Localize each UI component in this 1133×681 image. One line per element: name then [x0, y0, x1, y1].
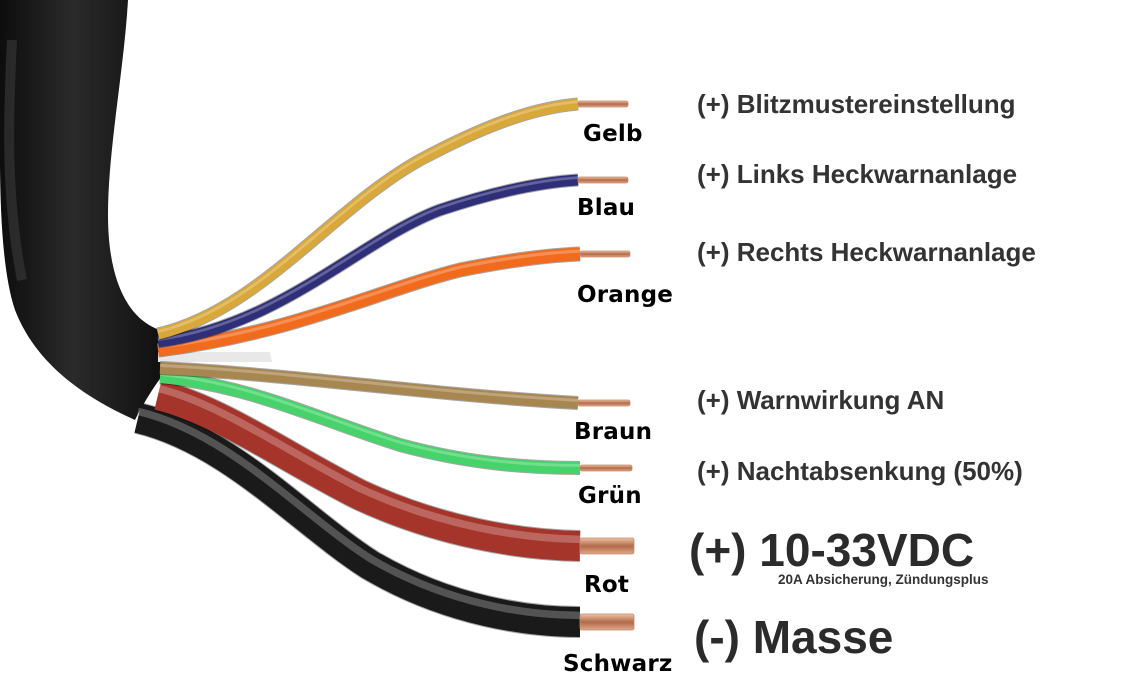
copper-strand-gruen [579, 464, 633, 472]
copper-strand-orange [579, 250, 631, 258]
wire-orange [157, 246, 631, 358]
wire-insulation-schwarz [134, 403, 581, 637]
wire-color-label-blau: Blau [577, 195, 636, 221]
wire-rot [153, 379, 635, 562]
wire-insulation-gruen [159, 371, 581, 474]
copper-strand-gelb [577, 100, 629, 108]
wire-insulation-blau [157, 174, 579, 348]
wire-schwarz [133, 402, 635, 638]
wire-function-label-orange: (+) Rechts Heckwarnanlage [697, 237, 1036, 267]
copper-strand-braun [577, 399, 631, 407]
copper-strand-blau [577, 176, 629, 184]
wire-color-label-gruen: Grün [578, 483, 642, 509]
wire-color-label-rot: Rot [584, 572, 630, 598]
copper-strand-rot [579, 537, 635, 555]
wire-function-label-braun: (+) Warnwirkung AN [697, 385, 945, 415]
wire-function-label-gelb: (+) Blitzmustereinstellung [697, 89, 1016, 119]
wire-color-label-schwarz: Schwarz [563, 651, 673, 677]
wire-function-label-blau: (+) Links Heckwarnanlage [697, 159, 1018, 189]
wire-color-label-orange: Orange [577, 282, 674, 308]
wire-blau [157, 173, 629, 349]
wire-gruen [159, 370, 633, 475]
filler-strand [158, 352, 272, 362]
wire-color-label-braun: Braun [574, 419, 653, 445]
wire-insulation-orange [157, 247, 581, 357]
wire-function-note-rot: 20A Absicherung, Zündungsplus [778, 572, 989, 587]
wire-function-label-rot: (+) 10-33VDC [689, 524, 975, 576]
wire-insulation-gelb [156, 98, 579, 340]
wire-braun [159, 361, 631, 410]
copper-strand-schwarz [579, 613, 635, 631]
cable-jacket [0, 0, 162, 420]
wire-color-label-gelb: Gelb [583, 121, 643, 147]
wire-function-label-schwarz: (-) Masse [694, 611, 894, 663]
wire-layer [133, 97, 635, 638]
wire-gelb [156, 97, 629, 341]
wire-insulation-braun [159, 362, 579, 409]
wire-insulation-rot [154, 380, 581, 561]
wire-function-label-gruen: (+) Nachtabsenkung (50%) [697, 456, 1023, 486]
